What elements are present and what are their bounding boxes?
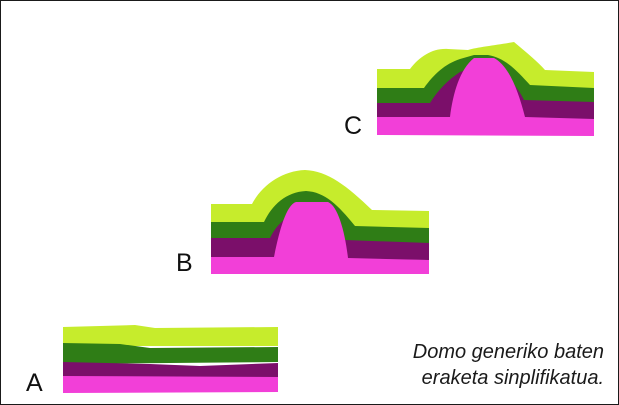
caption-line-2: eraketa sinplifikatua. (422, 367, 604, 389)
stage-c-label: C (344, 112, 362, 140)
stage-b-core-magenta (211, 202, 429, 274)
stage-c-core-magenta (377, 58, 594, 136)
stage-a-layer-lime (63, 325, 278, 346)
stage-a-layer-purple (63, 362, 278, 378)
stage-a-layer-magenta (63, 376, 278, 393)
stage-a-layer-green (63, 343, 278, 364)
stage-b-label: B (176, 249, 193, 277)
stage-b-strata (211, 170, 429, 274)
stage-c-strata (377, 42, 594, 136)
stage-a-strata (63, 325, 278, 393)
caption-line-1: Domo generiko baten (413, 341, 604, 363)
stage-a-label: A (26, 369, 43, 397)
